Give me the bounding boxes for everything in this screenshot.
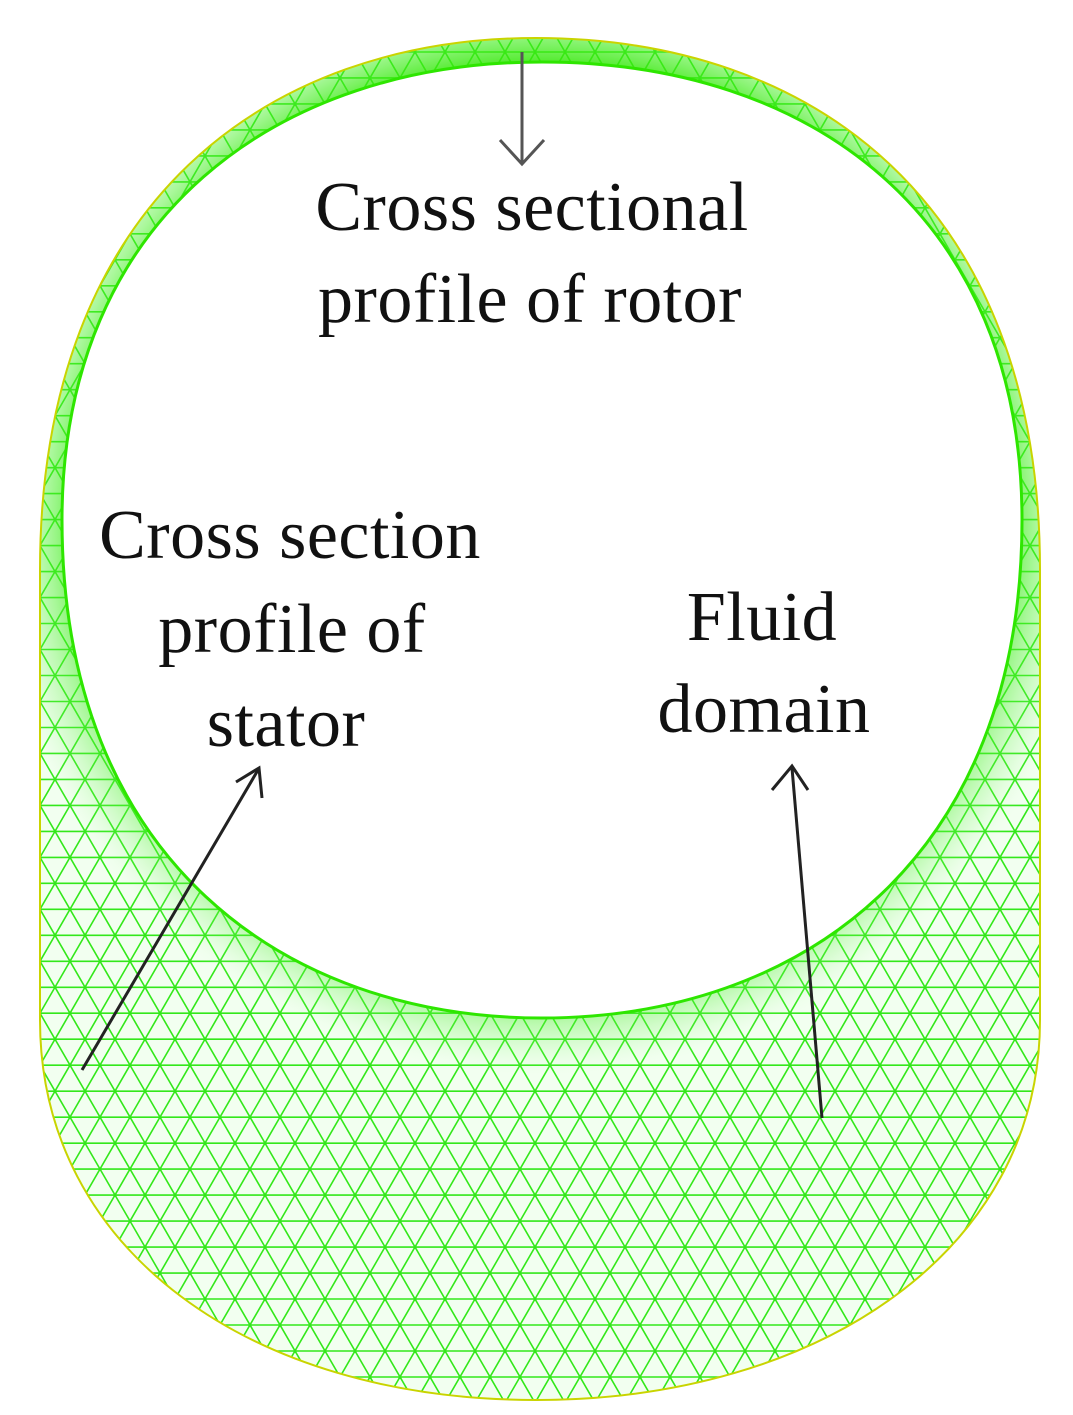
rotor-outline	[60, 60, 1024, 1020]
stator-arrow	[80, 769, 260, 1071]
rotor-label-line-1: Cross sectional	[315, 169, 748, 246]
fluid-annotation: Fluid domain	[658, 579, 871, 1119]
stator-label-line-2: profile of	[158, 591, 426, 668]
fluid-arrow	[790, 767, 824, 1119]
stator-arrow-head	[235, 765, 264, 799]
rotor-annotation: Cross sectional profile of rotor	[315, 52, 748, 338]
fluid-label-line-2: domain	[658, 671, 871, 748]
rotor-arrow-head	[498, 138, 546, 167]
rotor-label-line-2: profile of rotor	[318, 261, 742, 338]
fluid-label-line-1: Fluid	[687, 579, 837, 656]
fluid-arrow-head	[770, 763, 810, 791]
stator-annotation: Cross section profile of stator	[80, 497, 481, 1071]
stator-label-line-1: Cross section	[99, 497, 481, 574]
stator-outline	[39, 36, 1041, 1402]
stator-label-line-3: stator	[207, 685, 366, 762]
